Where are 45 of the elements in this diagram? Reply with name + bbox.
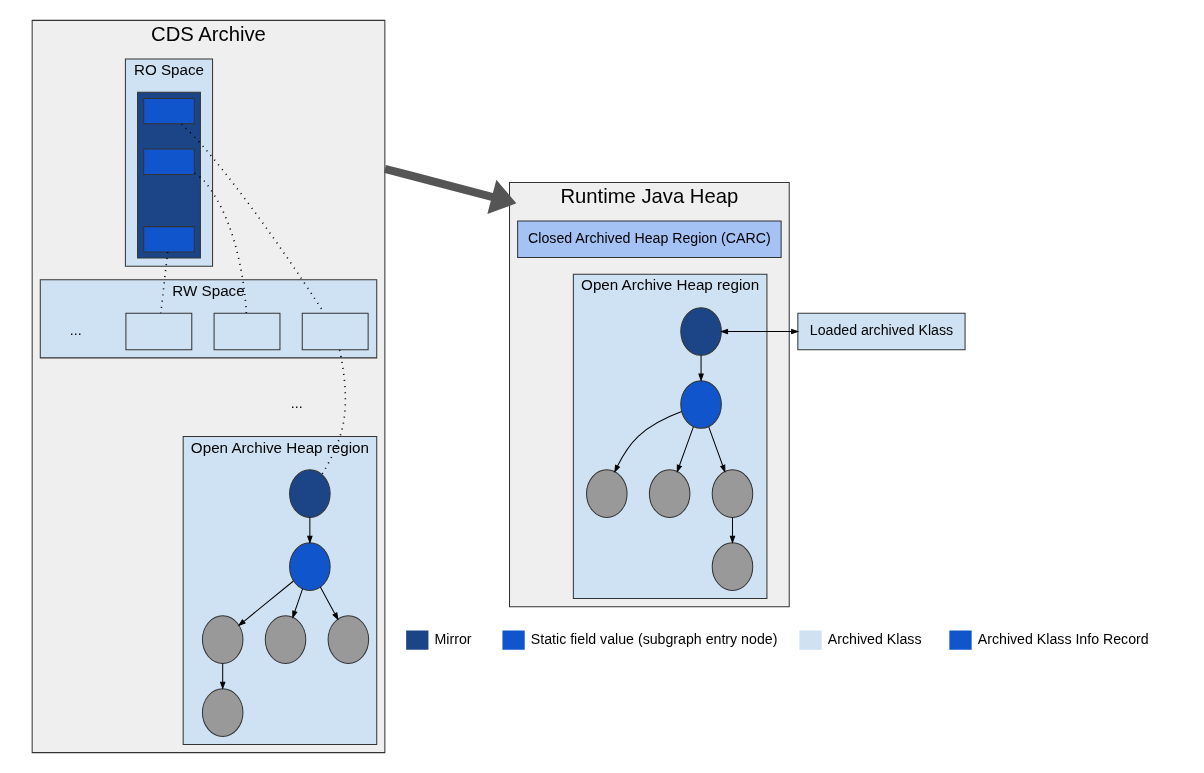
- arrow: [613, 411, 682, 474]
- node-box: Loaded archived Klass: [796, 312, 966, 351]
- arrow: [697, 354, 704, 382]
- node-box: [142, 97, 195, 125]
- node-circle: [679, 307, 722, 356]
- node-box: [142, 148, 195, 175]
- cluster: RO Space: [124, 58, 213, 267]
- arrow: [676, 426, 694, 473]
- arrow: [237, 580, 294, 627]
- node-circle: [264, 615, 306, 664]
- arrow: [219, 662, 226, 690]
- legend-label: Mirror: [434, 630, 472, 647]
- node-box: Closed Archived Heap Region (CARC): [516, 220, 782, 259]
- connector: [180, 123, 325, 314]
- arrow: [729, 517, 735, 544]
- legend-label: Archived Klass: [827, 630, 921, 647]
- node-circle: [711, 542, 753, 591]
- cluster: Open Archive Heap region: [572, 273, 767, 600]
- node-box: [142, 226, 195, 253]
- arrow: [719, 328, 799, 335]
- node-circle: [201, 615, 243, 664]
- node-circle: [679, 380, 722, 429]
- node-box: [301, 312, 369, 351]
- node-circle: [288, 469, 331, 518]
- legend-label: Archived Klass Info Record: [977, 630, 1149, 647]
- label: ...: [290, 395, 303, 412]
- node-circle: [201, 688, 243, 737]
- node-circle: [288, 542, 331, 591]
- arrow: [319, 586, 339, 621]
- connector: [320, 349, 346, 476]
- node-circle: [585, 469, 628, 518]
- node-circle: [711, 469, 753, 518]
- connector: [193, 172, 247, 314]
- node-box: [124, 312, 192, 351]
- cluster: Open Archive Heap region: [182, 435, 377, 745]
- node-circle: [648, 469, 690, 518]
- legend-label: Static field value (subgraph entry node): [530, 630, 777, 647]
- node-box: [213, 312, 280, 351]
- cluster: [136, 91, 201, 259]
- arrow: [707, 426, 725, 473]
- arrow: [306, 517, 313, 544]
- label: ...: [69, 322, 82, 339]
- arrow: [291, 588, 303, 619]
- node-circle: [327, 615, 369, 664]
- arrow: [383, 164, 516, 215]
